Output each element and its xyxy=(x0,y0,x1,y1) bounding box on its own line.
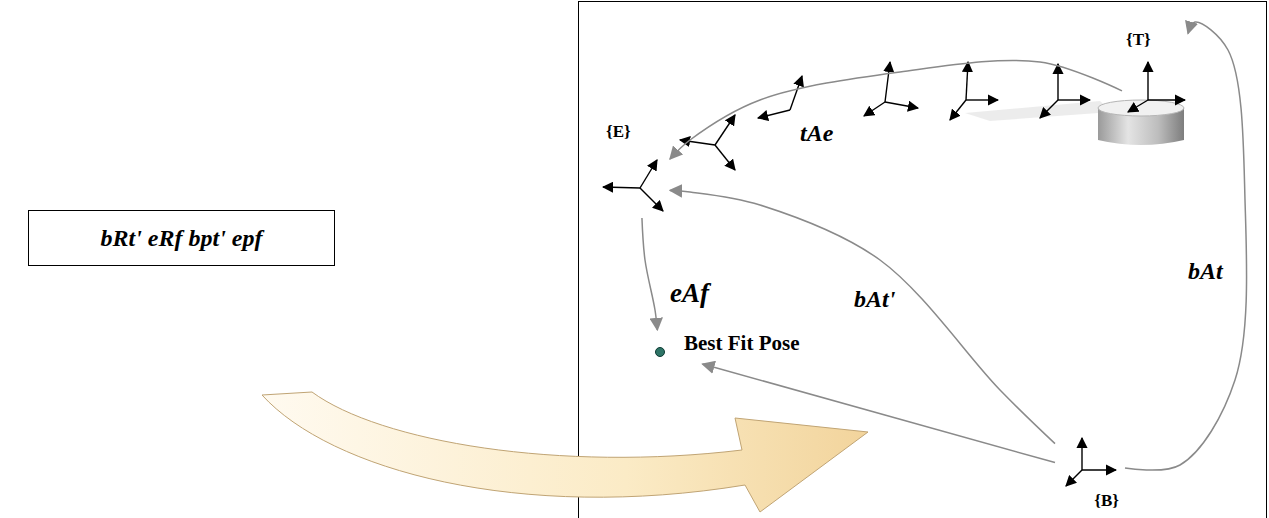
node-text: {B} xyxy=(1094,491,1119,511)
transform-arrow xyxy=(670,190,1055,443)
formula-box: bRt' eRf bpt' epf xyxy=(28,210,335,266)
axis-arrow xyxy=(1040,100,1058,118)
frame-label: {B} xyxy=(1055,435,1125,515)
tool-cup xyxy=(965,100,1184,145)
transform-label: bAt xyxy=(1186,258,1225,285)
transform-label: eAf xyxy=(668,278,711,309)
axis-arrow xyxy=(885,62,890,102)
transform-label: tAe xyxy=(798,120,835,147)
axis-arrow xyxy=(715,145,735,170)
axis-arrow xyxy=(966,99,998,100)
axis-arrow xyxy=(950,100,966,120)
frame-label: {E} xyxy=(598,118,670,218)
node-text: bRt' eRf bpt' epf xyxy=(101,225,263,252)
transfer-arrow xyxy=(262,392,868,512)
axis-arrow xyxy=(1066,470,1082,486)
transform-arrow xyxy=(703,364,1055,463)
axis-arrow xyxy=(640,188,663,211)
transform-arrow xyxy=(642,218,657,330)
pose-node: Best Fit Pose xyxy=(654,330,829,364)
transform-arrow xyxy=(1125,22,1247,470)
axis-arrow xyxy=(1128,100,1148,112)
cup-rim xyxy=(1098,100,1184,116)
axis-arrow xyxy=(885,102,918,108)
node-text: Best Fit Pose xyxy=(684,331,799,356)
frame-label: {T} xyxy=(1122,28,1188,118)
axis-arrow xyxy=(758,110,790,118)
node-text: {T} xyxy=(1126,30,1151,50)
axis-arrow xyxy=(790,76,802,110)
axis-arrow xyxy=(640,160,657,188)
axis-arrow xyxy=(1082,469,1116,470)
axis-arrow xyxy=(864,102,885,116)
node-text: {E} xyxy=(606,122,631,142)
tool-streak xyxy=(965,101,1112,121)
transform-label: bAt' xyxy=(852,286,897,313)
axis-arrow xyxy=(1081,438,1082,470)
axis-arrow xyxy=(966,62,968,100)
pose-dot xyxy=(655,347,665,357)
transform-arrow xyxy=(670,60,1122,159)
frame-axes xyxy=(603,62,1185,486)
axis-arrow xyxy=(1058,99,1090,100)
axis-arrow xyxy=(715,115,735,145)
axis-arrow xyxy=(1147,62,1148,100)
axis-arrow xyxy=(603,187,640,188)
axis-arrow xyxy=(1148,99,1185,100)
scene-frame xyxy=(579,2,1267,518)
axis-arrow xyxy=(1057,64,1058,100)
